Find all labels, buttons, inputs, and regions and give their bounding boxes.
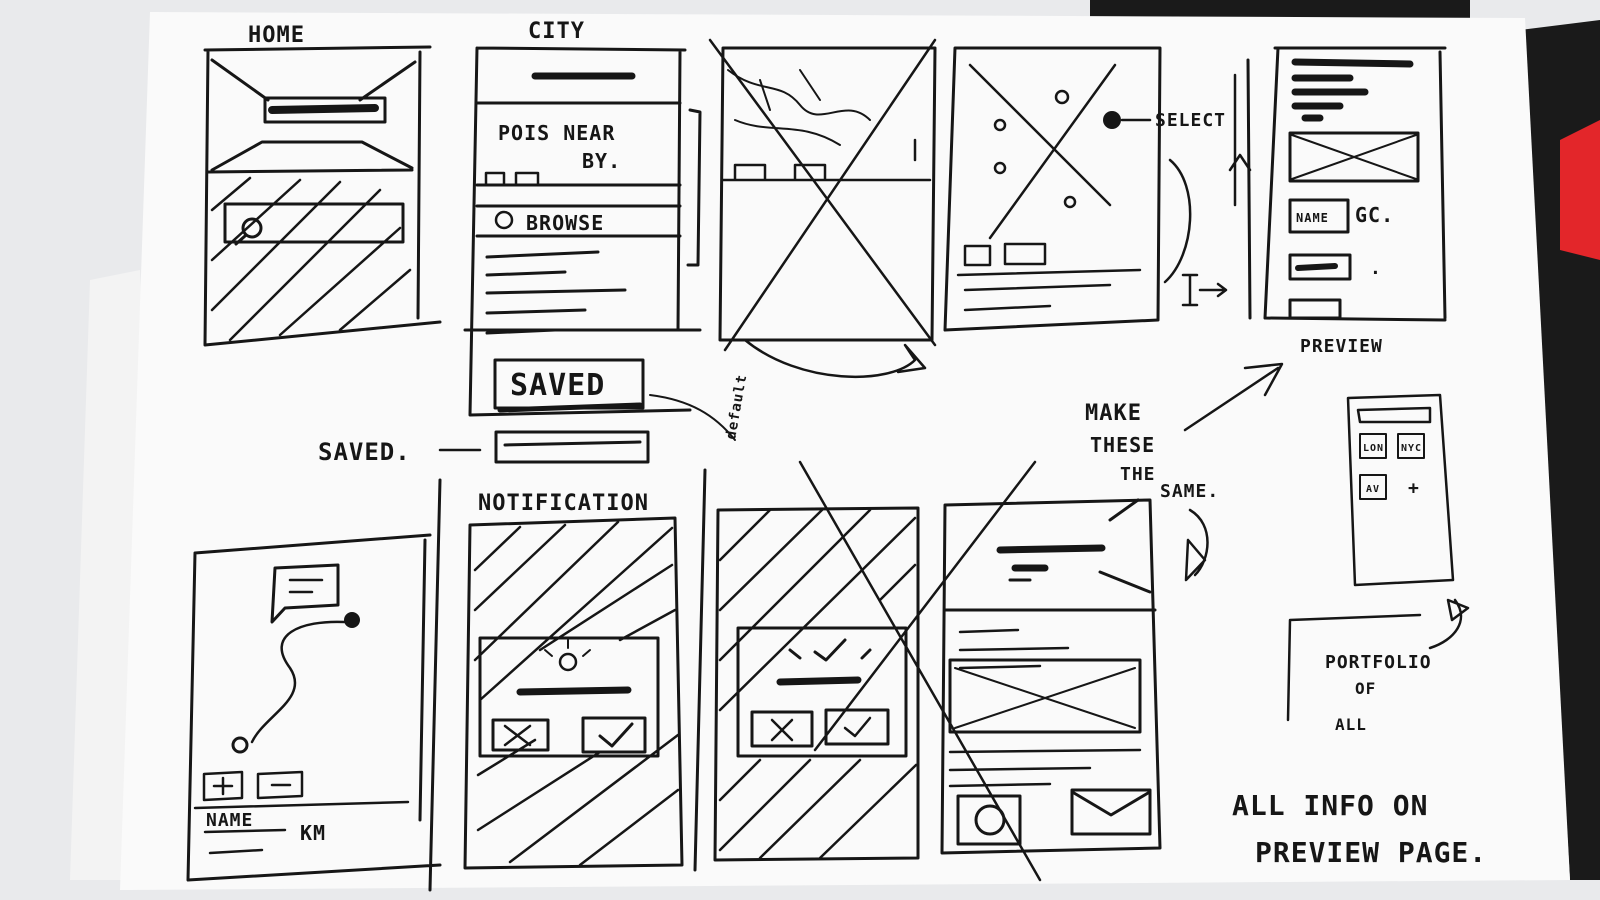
route-km: KM [300, 821, 326, 845]
tile-2 [1397, 433, 1425, 459]
notification-dialog [478, 636, 660, 758]
gc-label: GC. [1355, 203, 1394, 227]
preview-box-2 [1288, 253, 1352, 281]
tile-nyc: NYC [1401, 443, 1422, 454]
map-marker-1 [1054, 89, 1070, 105]
dialog-cancel [750, 710, 814, 748]
dot-label: . [1370, 258, 1382, 279]
these-text: THESE [1090, 433, 1155, 457]
black-folder-top [1090, 0, 1470, 20]
by-text: BY. [582, 149, 621, 173]
dialog-box [736, 626, 908, 758]
info-line-2: PREVIEW PAGE. [1255, 836, 1487, 869]
tile-lon: LON [1363, 443, 1384, 454]
route-end-marker [344, 612, 360, 628]
browse-icon [494, 210, 514, 230]
paper-sheet [120, 12, 1570, 890]
saved-bar [494, 430, 650, 464]
portfolio-text: PORTFOLIO [1325, 652, 1432, 673]
tile-add: + [1408, 478, 1420, 499]
all-text: ALL [1335, 715, 1367, 734]
wireframe-notification-crossed [693, 468, 920, 872]
detail-image [948, 658, 1142, 734]
wireframe-map-select: SELECT [943, 46, 1252, 332]
label-city: CITY [528, 19, 585, 44]
name-box [1288, 198, 1350, 234]
tile-1 [1359, 433, 1387, 459]
tile-av: AV [1366, 484, 1380, 495]
preview-image [1288, 131, 1420, 183]
map-marker-4 [1063, 195, 1077, 209]
confirm-button [581, 716, 647, 754]
saved-button-label: SAVED [510, 368, 605, 403]
tile-3 [1359, 474, 1387, 500]
red-badge [1560, 120, 1600, 260]
map-marker-2 [993, 118, 1007, 132]
mail-icon [1072, 791, 1150, 817]
saved-annotation-group: SAVED. [318, 430, 650, 466]
preview-box-3 [1288, 298, 1342, 320]
wireframe-map-crossed [708, 38, 937, 378]
info-line-1: ALL INFO ON [1232, 789, 1428, 822]
tag-box-1 [484, 171, 506, 187]
pois-near-text: POIS NEAR [498, 121, 615, 145]
saved-annotation: SAVED. [318, 438, 411, 466]
dismiss-button [491, 718, 550, 752]
route-start-marker [231, 736, 249, 754]
detail-action-1 [956, 794, 1022, 846]
wireframe-city: CITY POIS NEAR BY. BROWSE SAVED default [463, 19, 750, 441]
wireframe-detail-crossed [798, 460, 1162, 882]
same-text: SAME. [1160, 481, 1219, 502]
make-text: MAKE [1085, 401, 1142, 426]
of-text: OF [1355, 679, 1376, 698]
home-search-bar [223, 202, 405, 244]
wireframe-route-map: NAME KM [186, 478, 442, 892]
map-marker-3 [993, 161, 1007, 175]
wireframe-home: HOME [203, 23, 442, 347]
name-label: NAME [1296, 211, 1329, 225]
search-icon [241, 217, 263, 239]
route-name: NAME [206, 810, 253, 831]
action-icon [974, 804, 1006, 836]
bottom-note: ALL INFO ON PREVIEW PAGE. [1232, 789, 1487, 869]
tag-box-2 [514, 171, 540, 187]
selected-marker [1103, 111, 1121, 129]
select-annotation: SELECT [1155, 110, 1226, 131]
the-text: THE [1120, 464, 1156, 485]
notification-icon [558, 652, 578, 672]
portfolio-sketch: LON NYC AV + PORTFOLIO OF ALL [1286, 393, 1470, 734]
detail-mail [1070, 788, 1152, 836]
browse-text: BROWSE [526, 211, 604, 235]
dialog-ok [824, 708, 890, 746]
wireframe-notification: NOTIFICATION [463, 491, 684, 870]
wireframe-preview: NAME GC. . PREVIEW [1246, 46, 1447, 357]
make-same-annotation: MAKE THESE THE SAME. [1085, 362, 1284, 582]
notification-label: NOTIFICATION [478, 491, 649, 516]
preview-annotation: PREVIEW [1300, 336, 1383, 357]
label-home: HOME [248, 23, 305, 48]
